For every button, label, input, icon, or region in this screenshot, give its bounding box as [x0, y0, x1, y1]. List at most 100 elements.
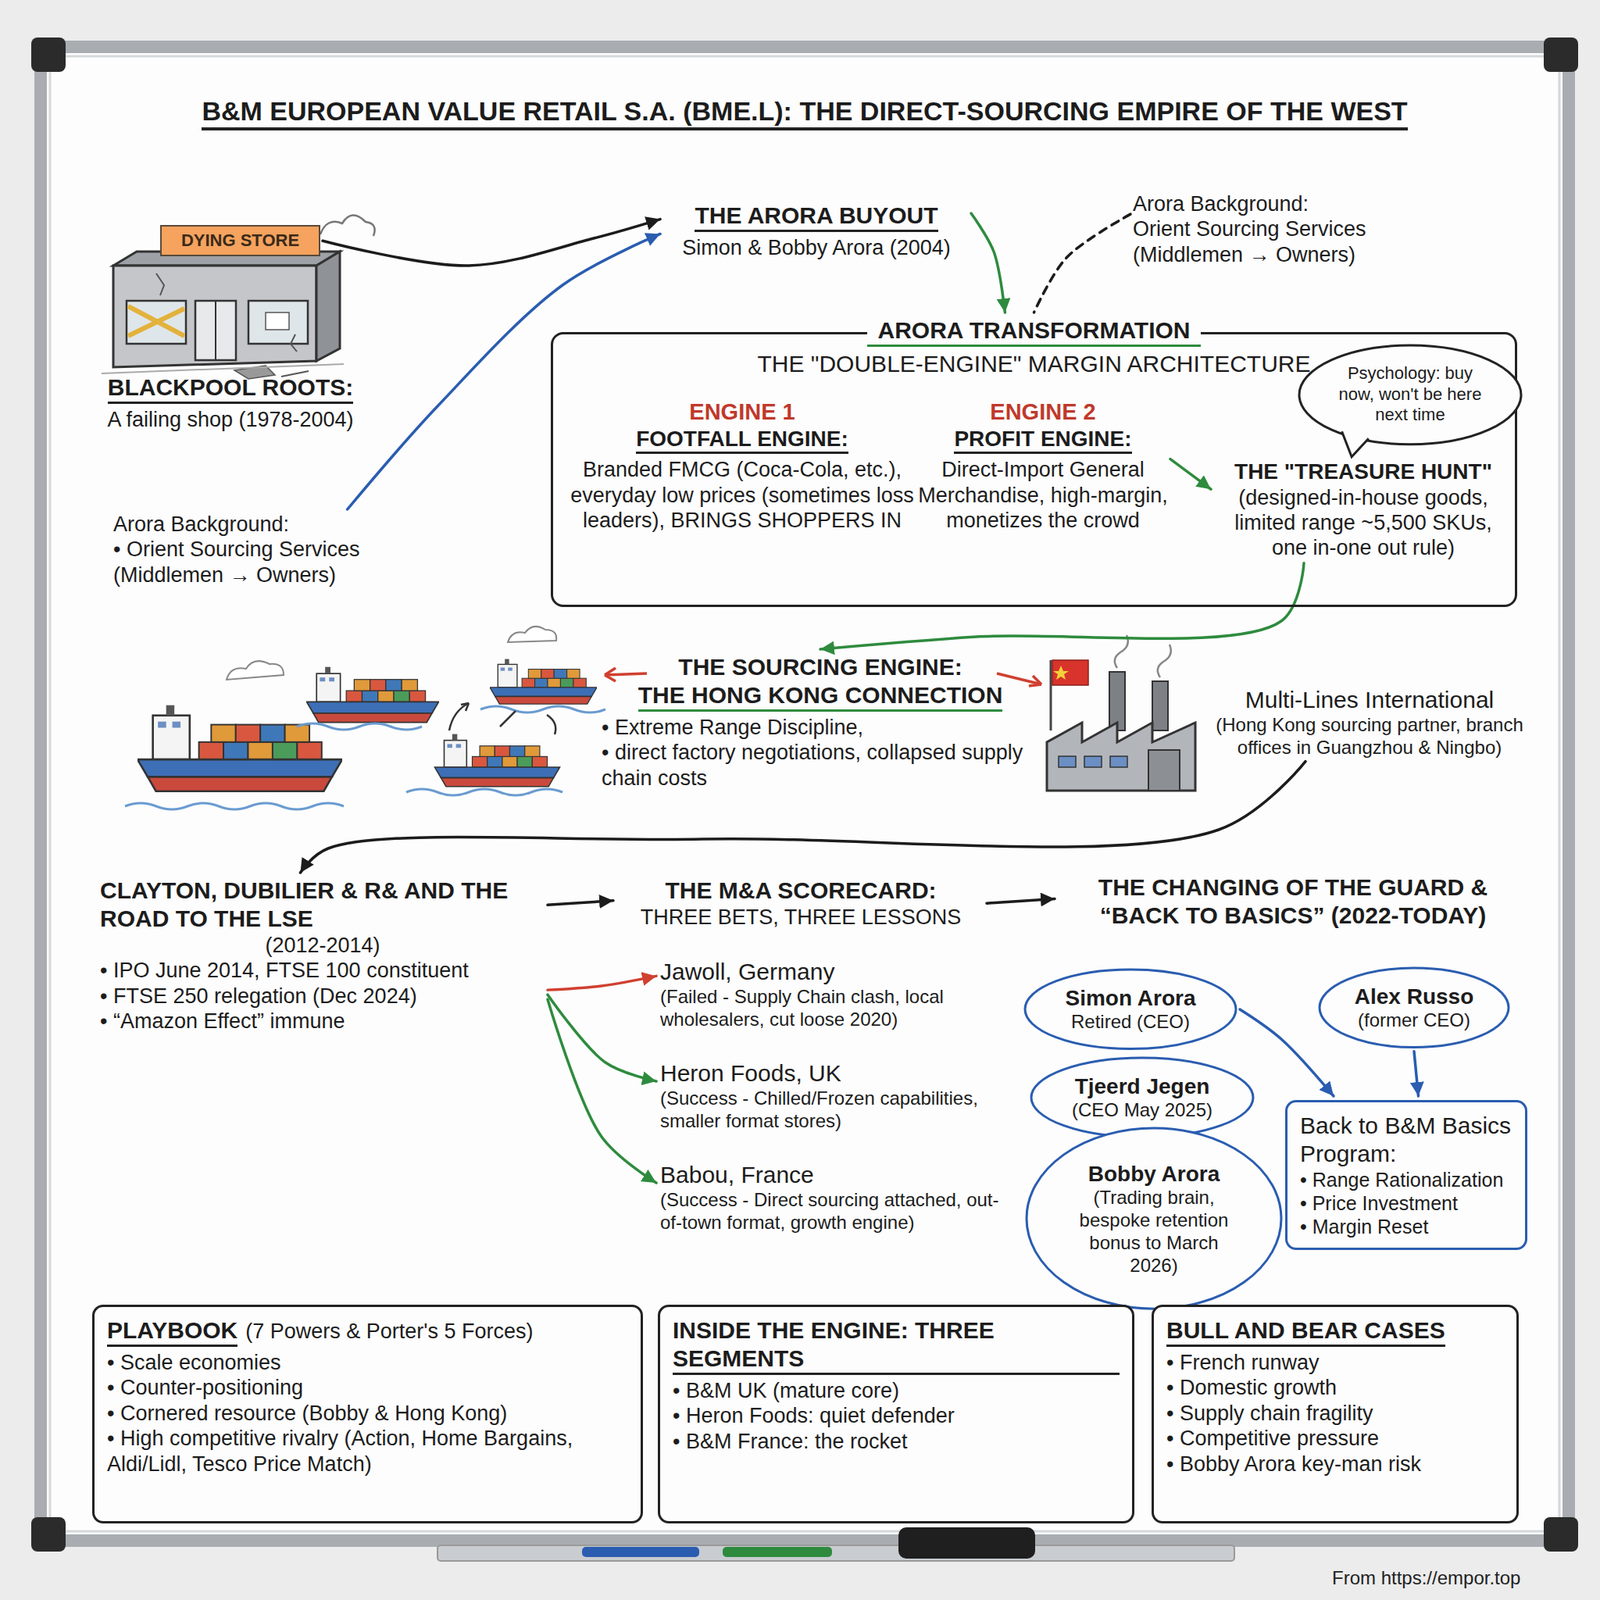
body-text: (7 Powers & Porter's 5 Forces): [245, 1318, 533, 1344]
body-text: • “Amazon Effect” immune: [100, 1008, 546, 1034]
text-block: BLACKPOOL ROOTS: A failing shop (1978-200…: [85, 373, 375, 433]
connector-arrow: [300, 761, 1307, 873]
factory: [996, 635, 1196, 791]
board-art: [1084, 756, 1102, 768]
text-block: Heron Foods, UK(Success - Chilled/Frozen…: [660, 1059, 1012, 1133]
board-art: [1050, 660, 1053, 731]
board-art: [1110, 756, 1128, 768]
heading-text: THE M&A SCORECARD:: [617, 876, 985, 905]
heading-text: THE ARORA BUYOUT: [694, 201, 938, 233]
board-art: [546, 714, 556, 735]
body-text: Direct-Import General Merchandise, high-…: [917, 457, 1168, 533]
connector-arrow: [971, 213, 1005, 313]
text-block: Jawoll, Germany(Failed - Supply Chain cl…: [660, 957, 1012, 1032]
board-art: [137, 705, 343, 792]
connector-arrow: [547, 975, 657, 990]
body-text: • Supply chain fragility: [1166, 1400, 1504, 1426]
board-art: [480, 706, 606, 713]
board-art: [1058, 756, 1076, 768]
heading-text: ENGINE 2: [917, 398, 1168, 426]
body-text: • Domestic growth: [1166, 1375, 1504, 1400]
marker-tray: [437, 1545, 1235, 1561]
body-text: Orient Sourcing Services (Middlemen → Ow…: [1132, 216, 1461, 268]
program-box: Back to B&M Basics Program:• Range Ratio…: [1285, 1100, 1528, 1250]
heading-text: Tjeerd Jegen: [1064, 1073, 1221, 1100]
board-art: [307, 667, 440, 723]
ellipse-outline: [1299, 345, 1522, 445]
summary-box: INSIDE THE ENGINE: THREE SEGMENTS• B&M U…: [657, 1304, 1135, 1524]
heading-text: FOOTFALL ENGINE:: [635, 425, 849, 455]
heading-text: BLACKPOOL ROOTS:: [107, 373, 354, 404]
text-block: Arora Background:• Orient Sourcing Servi…: [105, 511, 442, 588]
body-text: • Cornered resource (Bobby & Hong Kong): [107, 1400, 629, 1426]
body-text: (Hong Kong sourcing partner, branch offi…: [1209, 714, 1530, 760]
cargo-ships: [125, 626, 647, 810]
corner: [31, 1517, 66, 1552]
person-ellipse: Tjeerd Jegen(CEO May 2025): [1029, 1056, 1255, 1140]
body-text: A failing shop (1978-2004): [85, 407, 375, 433]
board-art: [101, 364, 344, 374]
person-ellipse: Simon AroraRetired (CEO): [1023, 967, 1238, 1051]
connector-arrow: [1034, 214, 1132, 313]
board-art: [449, 703, 469, 731]
text-block: THE SOURCING ENGINE:THE HONG KONG CONNEC…: [601, 653, 1040, 791]
heading-text: THE HONG KONG CONNECTION: [638, 681, 1004, 712]
board-art: [604, 673, 647, 675]
text-block: CLAYTON, DUBILIER & R& AND THE ROAD TO T…: [100, 876, 546, 1035]
connector-arrow: [547, 999, 657, 1183]
body-text: Heron Foods, UK: [660, 1059, 1012, 1088]
connector-arrow: [1170, 459, 1211, 490]
board-art: [435, 734, 561, 787]
heading-text: PROFIT ENGINE:: [953, 425, 1132, 455]
body-text: • direct factory negotiations, collapsed…: [601, 739, 1040, 791]
ellipse-outline: [1025, 969, 1236, 1050]
connector-arrow: [547, 900, 614, 906]
whiteboard: [40, 46, 1569, 1541]
body-text: Simon & Bobby Arora (2004): [664, 235, 969, 261]
store-sign: DYING STORE: [160, 225, 321, 257]
board-art: [1157, 644, 1172, 678]
board-art: [489, 659, 597, 705]
body-text: Jawoll, Germany: [660, 957, 1012, 986]
green-marker: [722, 1546, 833, 1558]
connector-arrow: [547, 994, 657, 1082]
body-text: (CEO May 2025): [1064, 1099, 1221, 1122]
text-block: Multi-Lines International(Hong Kong sour…: [1209, 685, 1530, 760]
board-art: [1152, 681, 1168, 731]
board-art: [1028, 675, 1042, 686]
body-text: • Margin Reset: [1300, 1214, 1513, 1239]
body-text: • High competitive rivalry (Action, Home…: [107, 1425, 629, 1477]
body-text: • Price Investment: [1300, 1191, 1513, 1215]
ellipse-outline: [1319, 967, 1509, 1048]
body-text: • Scale economies: [107, 1350, 629, 1375]
board-art: [500, 710, 516, 727]
body-text: (former CEO): [1347, 1009, 1481, 1033]
body-text: • B&M France: the rocket: [672, 1428, 1120, 1454]
board-art: [290, 334, 297, 352]
heading-text: THE SOURCING ENGINE:: [601, 653, 1040, 682]
board-art: [460, 703, 469, 711]
ellipse-outline: [1026, 1128, 1282, 1309]
board-art: [1052, 660, 1089, 686]
body-text: Back to B&M Basics Program:: [1300, 1111, 1513, 1168]
text-block: Arora Background:Orient Sourcing Service…: [1132, 191, 1461, 268]
heading-text: THE CHANGING OF THE GUARD & “BACK TO BAS…: [1058, 873, 1528, 930]
text-block: THE ARORA BUYOUTSimon & Bobby Arora (200…: [664, 201, 969, 261]
heading-text: Alex Russo: [1347, 983, 1481, 1011]
body-text: • Counter-positioning: [107, 1375, 629, 1400]
body-text: • Competitive pressure: [1166, 1425, 1504, 1451]
text-block: THE M&A SCORECARD:THREE BETS, THREE LESS…: [617, 876, 985, 930]
body-text: DYING STORE: [167, 230, 313, 251]
body-text: • French runway: [1166, 1350, 1504, 1375]
connector-arrow: [1414, 1051, 1419, 1097]
heading-text: ENGINE 1: [562, 398, 922, 426]
body-text: • Orient Sourcing Services (Middlemen → …: [113, 536, 442, 588]
text-block: THE CHANGING OF THE GUARD & “BACK TO BAS…: [1058, 873, 1528, 930]
label-block: From https://empor.top: [1332, 1567, 1521, 1590]
ellipse-outline: [1031, 1057, 1254, 1138]
body-text: (Success - Chilled/Frozen capabilities, …: [660, 1087, 1012, 1133]
blue-marker: [582, 1546, 700, 1558]
body-text: THREE BETS, THREE LESSONS: [617, 904, 985, 930]
board-art: [214, 300, 217, 361]
board-art: [1046, 722, 1196, 791]
